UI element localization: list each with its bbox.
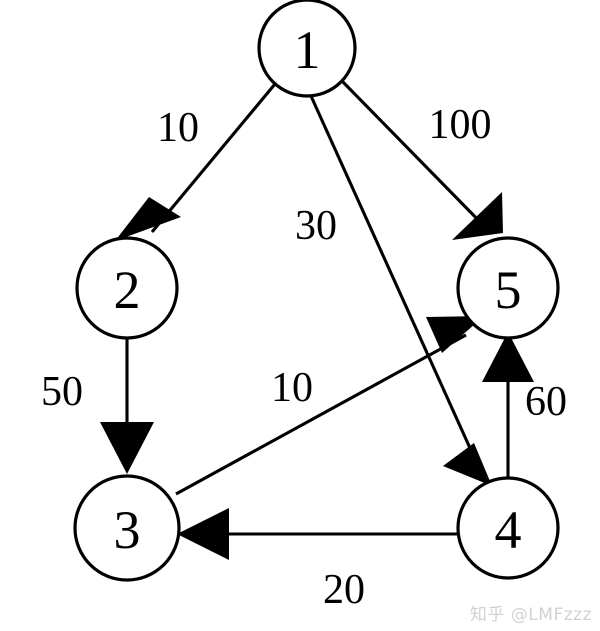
node-3-circle[interactable] <box>73 474 181 582</box>
edge-3-to-5-line <box>175 333 467 496</box>
edge-1-to-2 <box>115 83 277 241</box>
edge-weight-4-5: 60 <box>525 379 567 425</box>
edge-weight-4-3: 20 <box>323 567 365 613</box>
node-5-circle[interactable] <box>456 236 560 340</box>
edge-weight-1-2: 10 <box>157 105 199 151</box>
edge-1-to-5-line <box>339 78 491 233</box>
edge-weight-1-4: 30 <box>295 203 337 249</box>
node-2-label: 2 <box>114 260 141 320</box>
edge-1-to-5 <box>339 78 503 240</box>
edge-4-to-5 <box>482 332 534 478</box>
node-3-label: 3 <box>114 500 141 560</box>
node-1-circle[interactable] <box>257 0 357 98</box>
edge-1-to-2-line <box>150 83 277 233</box>
edge-2-to-3-arrowhead <box>100 422 154 474</box>
edge-3-to-5-arrowhead <box>426 316 484 353</box>
watermark: 知乎 @LMFzzz <box>469 605 592 625</box>
edge-2-to-3 <box>100 338 154 474</box>
node-5-label: 5 <box>495 260 522 320</box>
node-4-label: 4 <box>495 500 522 560</box>
node-1[interactable]: 1 <box>257 0 357 98</box>
node-3[interactable]: 3 <box>73 474 181 582</box>
node-1-label: 1 <box>294 20 321 80</box>
node-5[interactable]: 5 <box>456 236 560 340</box>
edge-1-to-2-arrowhead <box>115 197 181 241</box>
edge-weight-3-5: 10 <box>271 365 313 411</box>
edge-weight-2-3: 50 <box>41 369 83 415</box>
edge-4-to-5-arrowhead <box>482 332 534 382</box>
edge-1-to-4-arrowhead <box>443 443 492 486</box>
edge-3-to-5 <box>175 316 484 496</box>
node-2[interactable]: 2 <box>75 236 179 340</box>
node-2-circle[interactable] <box>75 236 179 340</box>
edge-4-to-3-arrowhead <box>177 508 229 560</box>
edge-4-to-3 <box>177 508 458 560</box>
edge-weight-1-5: 100 <box>429 102 492 148</box>
node-4[interactable]: 4 <box>456 476 560 580</box>
edge-1-to-5-arrowhead <box>452 192 503 240</box>
node-4-circle[interactable] <box>456 476 560 580</box>
edge-1-to-4-line <box>309 95 481 469</box>
edge-1-to-4 <box>309 95 492 486</box>
